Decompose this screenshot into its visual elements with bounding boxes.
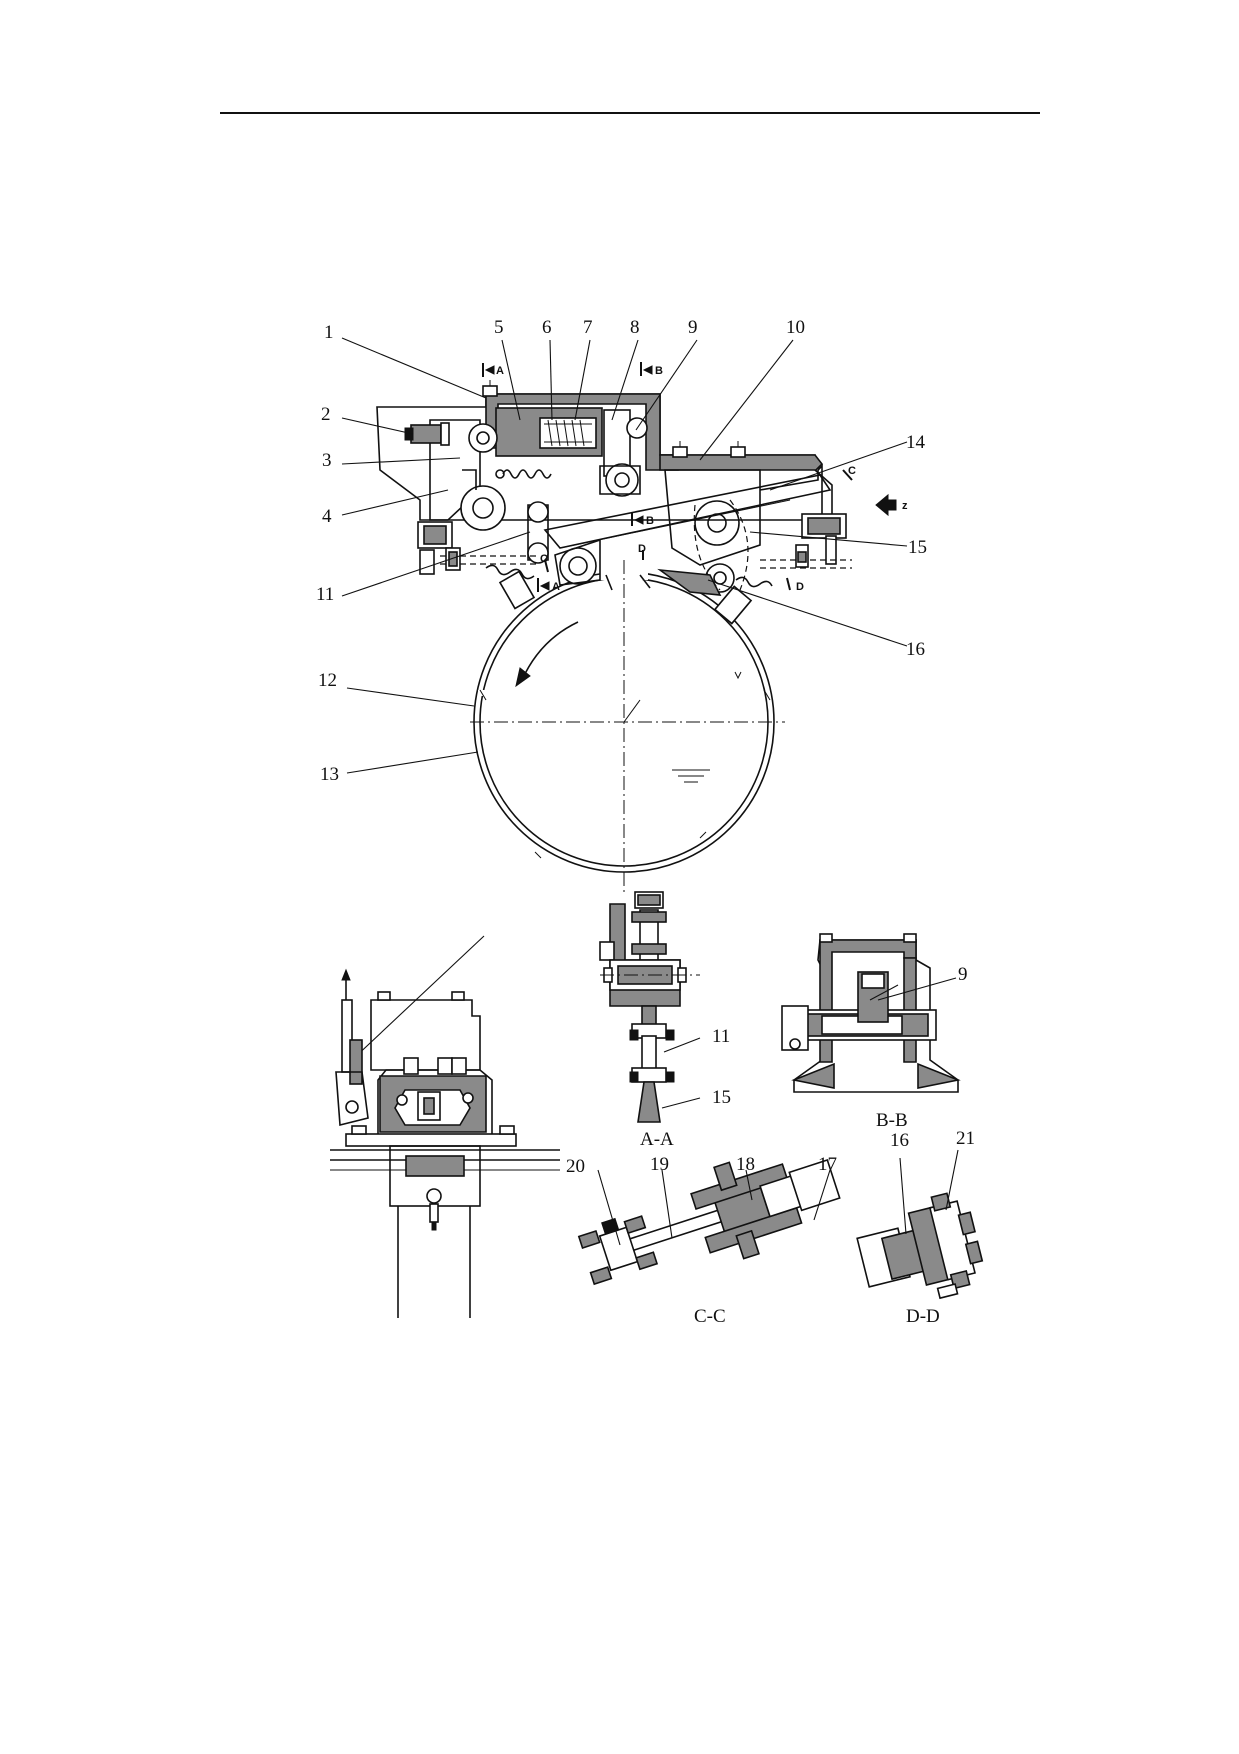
aa-title: A-A — [640, 1129, 674, 1150]
section-bb: 9 B-B — [781, 933, 968, 1131]
cc-callout-19: 19 — [650, 1154, 669, 1175]
section-marker-a: A A — [482, 363, 560, 593]
callout-14: 14 — [906, 432, 926, 453]
svg-text:z: z — [902, 500, 908, 512]
cc-callout-18: 18 — [736, 1154, 755, 1175]
svg-text:B: B — [646, 515, 654, 527]
section-marker-c: C C — [540, 465, 856, 573]
callout-2: 2 — [321, 404, 331, 425]
callout-8: 8 — [630, 317, 640, 338]
cc-callout-20: 20 — [566, 1156, 585, 1177]
left-lever-bracket — [404, 417, 648, 531]
bb-title: B-B — [876, 1110, 908, 1131]
aa-callout-11: 11 — [712, 1026, 730, 1047]
callout-4: 4 — [322, 506, 332, 527]
right-lever — [657, 464, 823, 596]
callout-9: 9 — [688, 317, 698, 338]
dd-title: D-D — [906, 1306, 940, 1327]
brake-drum — [470, 520, 785, 895]
svg-text:C: C — [848, 465, 856, 477]
svg-text:B: B — [655, 365, 663, 377]
svg-text:D: D — [796, 581, 804, 593]
view-z-arrow: z — [875, 493, 908, 517]
section-aa: 11 15 A-A — [599, 891, 731, 1150]
link-bar — [527, 474, 832, 586]
dd-callout-21: 21 — [956, 1128, 975, 1149]
left-spring — [485, 564, 535, 580]
callout-11: 11 — [316, 584, 334, 605]
section-marker-b: B B — [631, 362, 663, 527]
right-spring — [735, 576, 773, 588]
callout-3: 3 — [322, 450, 332, 471]
left-bolt-block — [417, 521, 540, 575]
callout-7: 7 — [583, 317, 593, 338]
callout-12: 12 — [318, 670, 337, 691]
dd-callout-16: 16 — [890, 1130, 909, 1151]
main-view: A A B B C C D D z — [376, 362, 908, 895]
callout-6: 6 — [542, 317, 552, 338]
section-dd: 16 21 D-D — [856, 1128, 984, 1327]
main-callouts: 1 2 3 4 11 12 13 5 6 7 8 9 10 14 15 16 — [316, 317, 927, 785]
svg-text:A: A — [552, 581, 560, 593]
callout-16: 16 — [906, 639, 925, 660]
bb-callout-9: 9 — [958, 964, 968, 985]
callout-13: 13 — [320, 764, 339, 785]
svg-text:D: D — [638, 543, 646, 555]
aa-callout-15: 15 — [712, 1087, 731, 1108]
callout-1: 1 — [324, 322, 334, 343]
view-z-side — [330, 935, 560, 1318]
callout-5: 5 — [494, 317, 504, 338]
section-cc: 20 19 18 17 C-C — [566, 1154, 841, 1327]
section-marker-d: D D — [638, 543, 804, 593]
callout-15: 15 — [908, 537, 927, 558]
housing — [376, 380, 833, 521]
right-bolt-block — [760, 513, 852, 569]
cc-callout-17: 17 — [818, 1154, 837, 1175]
callout-10: 10 — [786, 317, 805, 338]
cc-title: C-C — [694, 1306, 726, 1327]
svg-text:C: C — [540, 553, 548, 565]
svg-text:A: A — [496, 365, 504, 377]
